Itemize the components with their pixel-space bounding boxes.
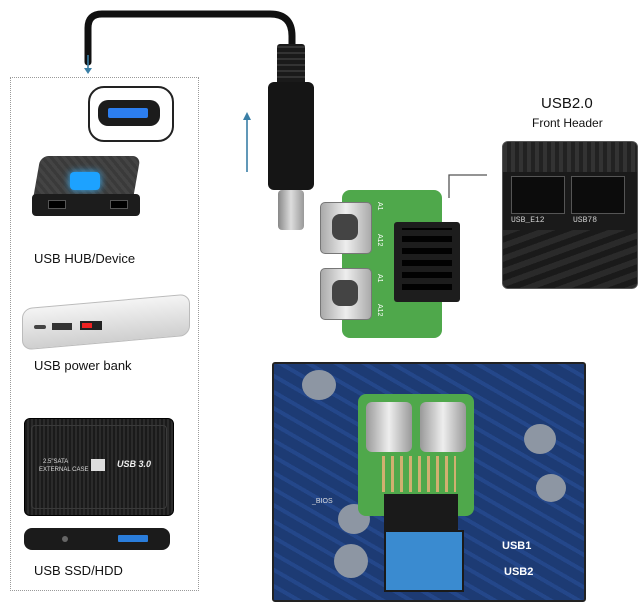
- caption-usb-hub: USB HUB/Device: [34, 251, 136, 266]
- usb-hub-image: [31, 150, 141, 222]
- ssd-side-image: [24, 528, 170, 550]
- board-label-usb1: USB1: [502, 540, 532, 552]
- pcb-label-a12: A12: [376, 234, 383, 247]
- caption-power-bank: USB power bank: [34, 358, 132, 373]
- usb-cable: [84, 10, 487, 198]
- header-photo-right-label: USB78: [573, 216, 598, 225]
- ssd-label-line1: 2.5"SATA: [43, 459, 69, 465]
- caption-ssd-hdd: USB SSD/HDD: [34, 563, 123, 578]
- pcb-label-a1b: A1: [376, 274, 383, 283]
- pcb-label-a12b: A12: [376, 304, 383, 317]
- power-bank-image: [22, 291, 190, 351]
- device-group-frame: [10, 77, 199, 591]
- header-photo-left-label: USB_E12: [511, 216, 545, 225]
- ssd-enclosure-image: 2.5"SATA EXTERNAL CASE USB 3.0: [24, 418, 174, 516]
- usb-c-plug: [268, 44, 314, 230]
- front-header-photo: USB_E12 USB78: [502, 141, 638, 289]
- ssd-label-line2: EXTERNAL CASE: [39, 467, 89, 473]
- ssd-label-brand: USB 3.0: [117, 459, 152, 469]
- board-label-bios: _BIOS: [312, 498, 333, 505]
- board-label-usb2: USB2: [504, 566, 534, 578]
- motherboard-install-photo: USB1 USB2 _BIOS: [272, 362, 586, 602]
- pcb-label-a1: A1: [376, 202, 383, 211]
- header-subtitle: Front Header: [532, 116, 603, 130]
- usb-port-closeup: [88, 86, 174, 142]
- adapter-pcb-image: A1 A12 A1 A12: [318, 190, 466, 338]
- header-title: USB2.0: [541, 95, 593, 112]
